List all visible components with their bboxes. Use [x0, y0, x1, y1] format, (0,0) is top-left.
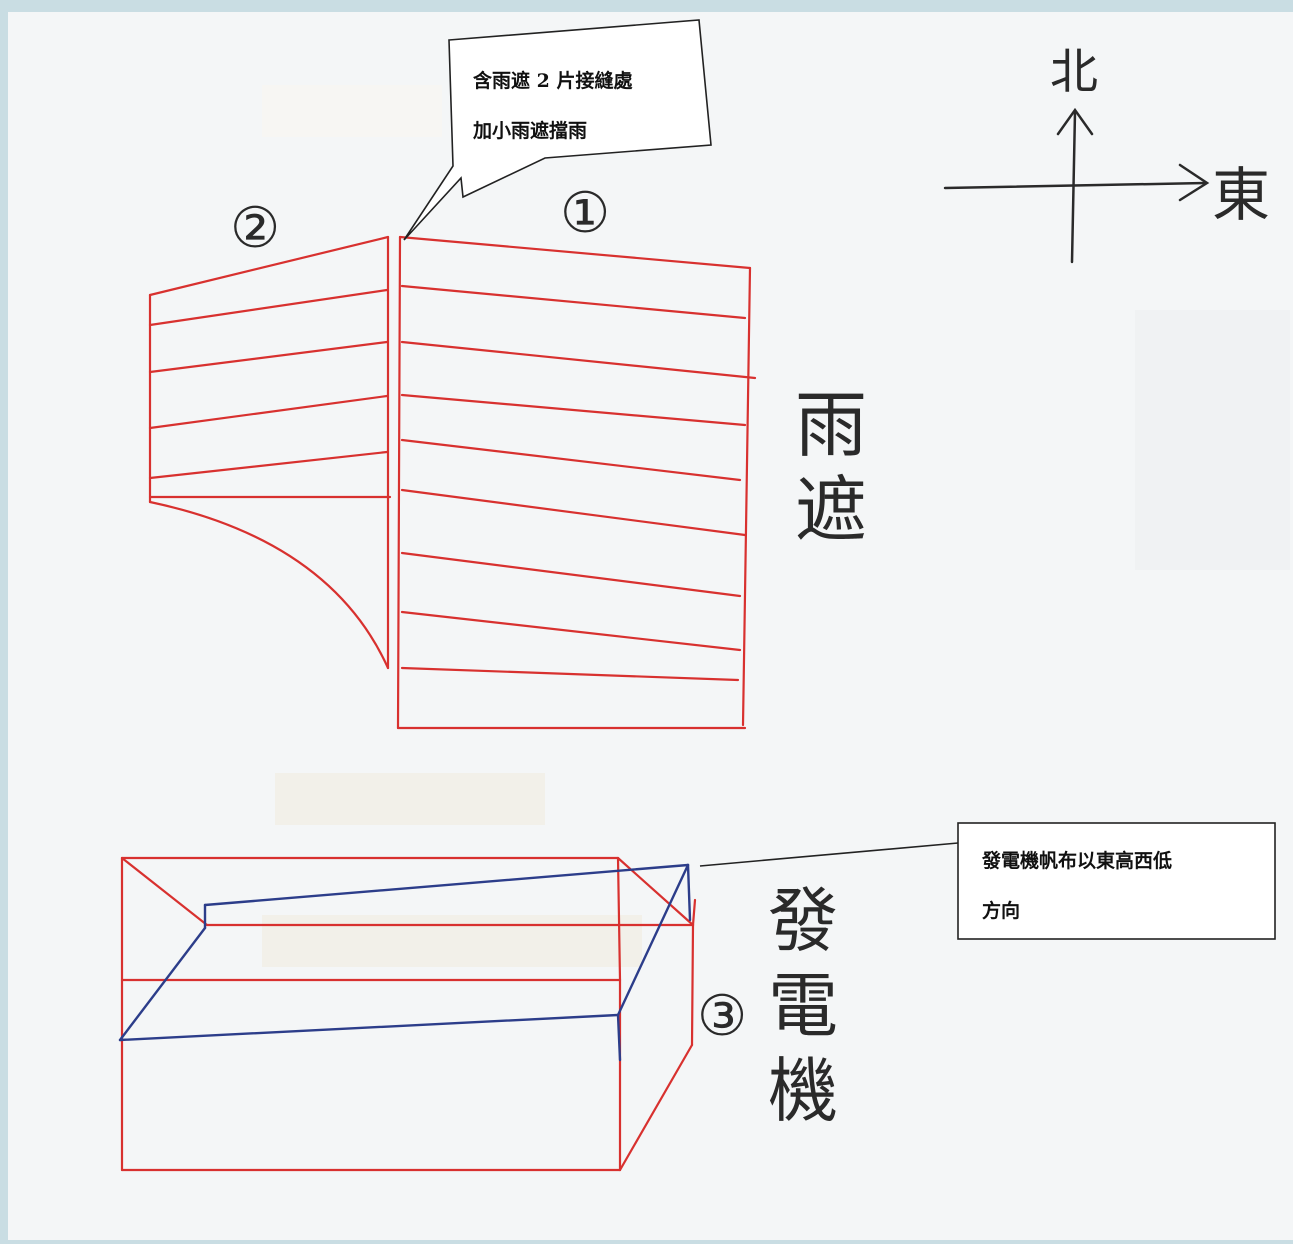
generator-callout-leader: [699, 842, 959, 867]
rain-shelter-panel-1: [396, 235, 757, 730]
faded-background-marks: [262, 85, 1290, 967]
generator-callout-text: 發電機帆布以東高西低 方向: [982, 836, 1172, 936]
generator-callout-line-2: 方向: [982, 900, 1021, 922]
generator-canopy: [118, 863, 692, 1062]
north-arrow-head: [1056, 107, 1094, 136]
panel-2-label: ②: [230, 196, 280, 261]
rain-shelter-label-char-2: 遮: [795, 468, 867, 552]
compass: [943, 107, 1210, 264]
rain-shelter-panel-2: [148, 235, 392, 670]
generator-callout-line-1: 發電機帆布以東高西低: [982, 850, 1173, 872]
generator-label-char-1: 發: [768, 880, 838, 962]
north-arrow-shaft: [1070, 110, 1077, 264]
seam-callout-line-1: 含雨遮 2 片接縫處: [473, 70, 633, 92]
east-arrow-shaft: [943, 181, 1207, 190]
rain-shelter-label-char-1: 雨: [795, 383, 867, 467]
seam-callout-bubble: [403, 19, 712, 241]
panel-1-label: ①: [560, 181, 610, 246]
east-label: 東: [1212, 161, 1270, 229]
generator-callout-box: [957, 822, 1276, 940]
seam-callout-text: 含雨遮 2 片接縫處 加小雨遮擋雨: [473, 56, 632, 156]
paper-sheet: [8, 12, 1293, 1240]
north-label: 北: [1050, 44, 1098, 100]
generator-label-char-3: 機: [768, 1050, 838, 1132]
seam-callout-line-2: 加小雨遮擋雨: [473, 120, 588, 142]
generator-box: [120, 856, 697, 1172]
panel-3-label: ③: [697, 984, 747, 1049]
generator-label-char-2: 電: [768, 965, 838, 1047]
east-arrow-head: [1178, 163, 1210, 202]
